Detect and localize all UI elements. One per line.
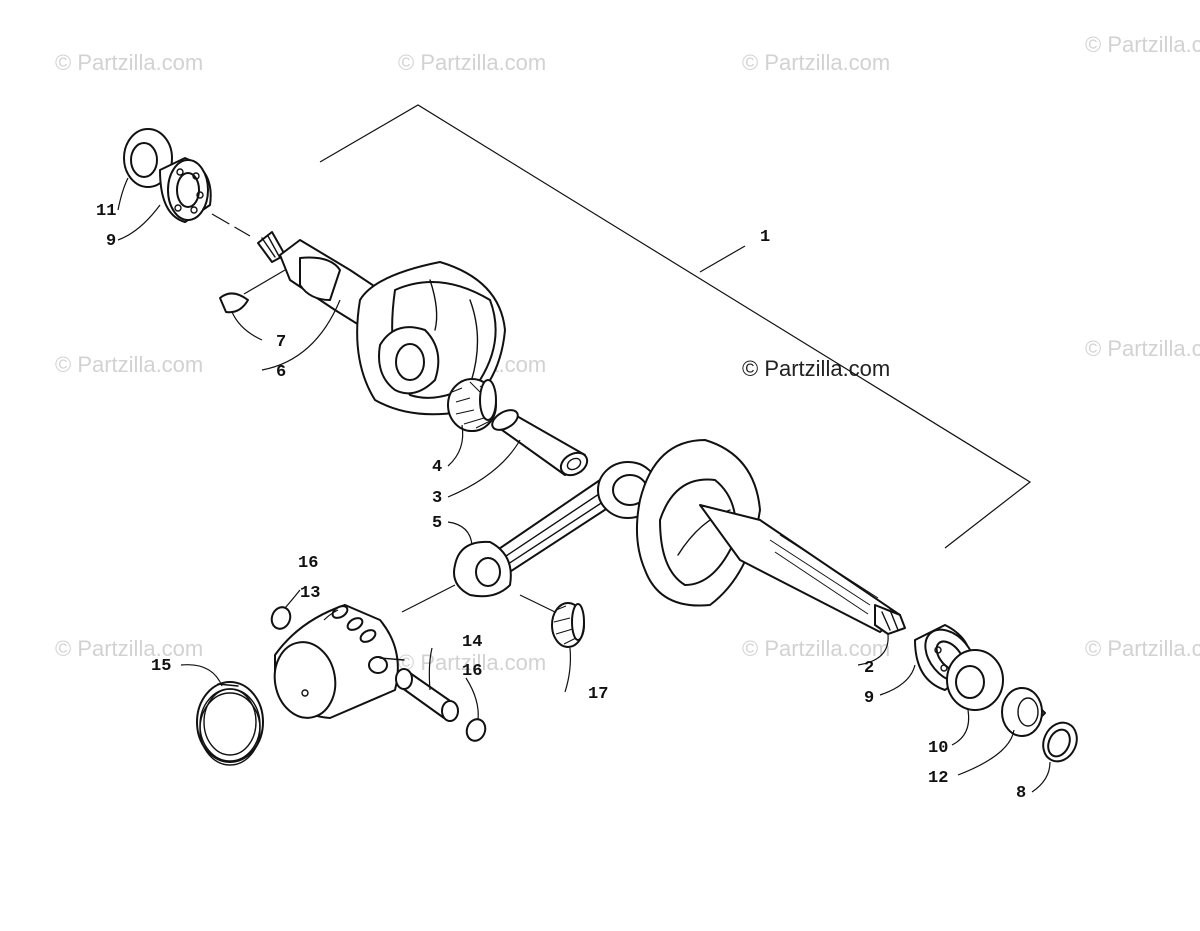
callout-12: 12 bbox=[928, 769, 948, 788]
callout-6: 6 bbox=[276, 363, 286, 382]
callout-17: 17 bbox=[588, 685, 608, 704]
watermark: © Partzilla.com bbox=[398, 50, 546, 75]
watermarks: © Partzilla.com © Partzilla.com © Partzi… bbox=[55, 32, 1200, 675]
callout-4: 4 bbox=[432, 458, 442, 477]
part-connecting-rod-5 bbox=[453, 461, 659, 598]
callout-13: 13 bbox=[300, 584, 320, 603]
part-needle-bearing-4 bbox=[447, 378, 497, 432]
part-clip-16-upper bbox=[270, 606, 292, 630]
callout-10: 10 bbox=[928, 739, 948, 758]
part-crank-pin-3 bbox=[491, 409, 589, 477]
callout-labels: 1 2 3 4 5 6 7 8 9 9 10 11 12 13 14 15 16… bbox=[96, 202, 1026, 803]
callout-5: 5 bbox=[432, 514, 442, 533]
callout-9-right: 9 bbox=[864, 689, 874, 708]
callout-11: 11 bbox=[96, 202, 116, 221]
part-crank-half-2 bbox=[636, 439, 906, 635]
watermark: © Partzilla.com bbox=[398, 650, 546, 675]
watermark: © Partzilla.com bbox=[1085, 636, 1200, 661]
part-crank-half-6 bbox=[257, 231, 506, 416]
callout-3: 3 bbox=[432, 489, 442, 508]
part-collar-12 bbox=[1001, 687, 1046, 737]
watermark: © Partzilla.com bbox=[55, 636, 203, 661]
callout-8: 8 bbox=[1016, 784, 1026, 803]
watermark: © Partzilla.com bbox=[1085, 32, 1200, 57]
assembly-bracket bbox=[319, 104, 1032, 549]
watermark: © Partzilla.com bbox=[55, 352, 203, 377]
part-bearing-9-left bbox=[159, 157, 212, 223]
watermark: © Partzilla.com bbox=[742, 636, 890, 661]
part-snap-ring-8 bbox=[1042, 721, 1078, 763]
callout-16-upper: 16 bbox=[298, 554, 318, 573]
callout-16-lower: 16 bbox=[462, 662, 482, 681]
watermark-center: © Partzilla.com bbox=[742, 356, 890, 381]
callout-15: 15 bbox=[151, 657, 171, 676]
part-piston-pin-14 bbox=[395, 668, 459, 722]
leader-lines bbox=[117, 177, 1051, 793]
part-piston-rings-15 bbox=[196, 681, 264, 766]
callout-1: 1 bbox=[760, 228, 770, 247]
callout-7: 7 bbox=[276, 333, 286, 352]
watermark: © Partzilla.com bbox=[55, 50, 203, 75]
callout-9-left: 9 bbox=[106, 232, 116, 251]
part-key-7 bbox=[219, 292, 249, 314]
part-clip-16-lower bbox=[465, 718, 487, 742]
part-needle-bearing-17 bbox=[551, 602, 585, 648]
callout-2: 2 bbox=[864, 659, 874, 678]
watermark: © Partzilla.com bbox=[1085, 336, 1200, 361]
part-piston-13 bbox=[273, 604, 405, 719]
callout-14: 14 bbox=[462, 633, 482, 652]
watermark: © Partzilla.com bbox=[742, 50, 890, 75]
part-seal-10 bbox=[946, 649, 1004, 711]
